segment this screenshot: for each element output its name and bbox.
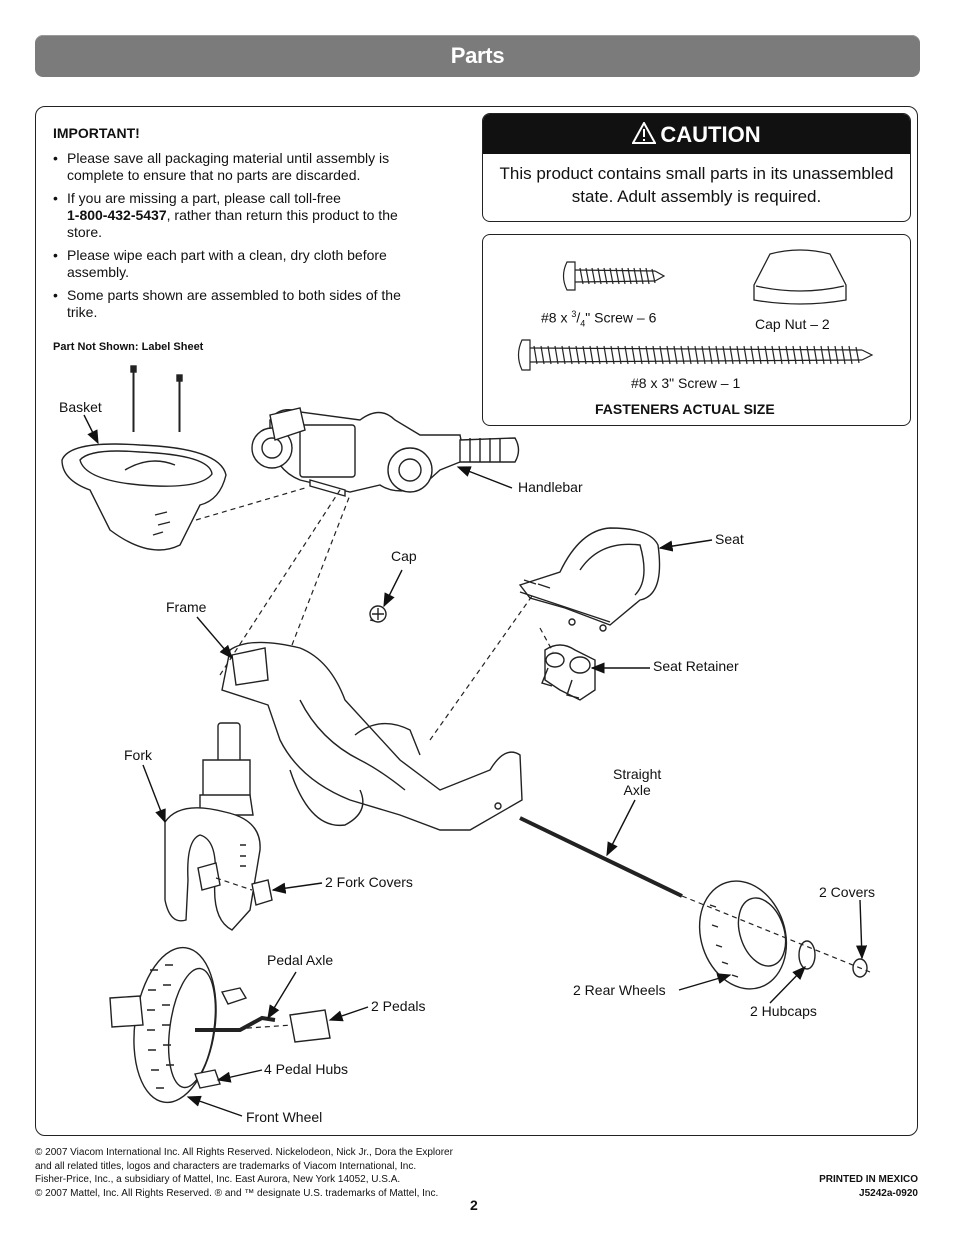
small-screw-label: #8 x 3/4" Screw – 6 xyxy=(541,309,657,329)
list-item: Please wipe each part with a clean, dry … xyxy=(53,247,423,281)
fasteners-box xyxy=(482,234,911,426)
document-code: J5242a-0920 xyxy=(859,1187,918,1199)
seat-label: Seat xyxy=(715,531,744,547)
straight-axle-label-line1: Straight xyxy=(613,766,662,782)
copyright-line: © 2007 Mattel, Inc. All Rights Reserved.… xyxy=(35,1187,439,1199)
fasteners-actual-size-label: FASTENERS ACTUAL SIZE xyxy=(595,401,775,417)
hubcaps-label: 2 Hubcaps xyxy=(750,1003,817,1019)
copyright-line: Fisher-Price, Inc., a subsidiary of Matt… xyxy=(35,1174,401,1185)
part-not-shown-note: Part Not Shown: Label Sheet xyxy=(53,341,204,353)
missing-part-prefix: If you are missing a part, please call t… xyxy=(67,190,341,206)
seat-retainer-label: Seat Retainer xyxy=(653,658,739,674)
copyright-line: and all related titles, logos and charac… xyxy=(35,1160,417,1172)
long-screw-label: #8 x 3" Screw – 1 xyxy=(631,375,741,391)
warning-triangle-icon xyxy=(631,116,658,158)
pedal-axle-label: Pedal Axle xyxy=(267,952,334,968)
title-bar: Parts xyxy=(35,35,920,77)
fork-covers-label: 2 Fork Covers xyxy=(325,874,413,890)
list-item: Please save all packaging material until… xyxy=(53,150,423,184)
straight-axle-label-line2: Axle xyxy=(623,782,651,798)
important-list: Please save all packaging material until… xyxy=(53,150,423,321)
frame-label: Frame xyxy=(166,599,207,615)
cap-nut-label: Cap Nut – 2 xyxy=(755,316,830,332)
fork-label: Fork xyxy=(124,747,152,763)
important-heading: IMPORTANT! xyxy=(53,125,140,141)
copyright-footer: © 2007 Viacom International Inc. All Rig… xyxy=(35,1146,453,1200)
print-info: PRINTED IN MEXICO J5242a-0920 xyxy=(819,1173,918,1200)
caution-heading: CAUTION xyxy=(660,122,761,147)
small-screw-prefix: #8 x xyxy=(541,309,572,326)
caution-header: CAUTION xyxy=(483,114,910,154)
caution-box: CAUTION This product contains small part… xyxy=(482,113,911,222)
list-item: Some parts shown are assembled to both s… xyxy=(53,287,423,321)
pedal-hubs-label: 4 Pedal Hubs xyxy=(264,1061,349,1077)
page-number: 2 xyxy=(470,1197,478,1213)
rear-wheels-label: 2 Rear Wheels xyxy=(573,982,666,998)
front-wheel-label: Front Wheel xyxy=(246,1109,323,1125)
parts-panel xyxy=(35,106,918,1136)
copyright-line: © 2007 Viacom International Inc. All Rig… xyxy=(35,1147,453,1158)
printed-in-label: PRINTED IN MEXICO xyxy=(819,1174,918,1185)
handlebar-label: Handlebar xyxy=(518,479,583,495)
important-notes: IMPORTANT! Please save all packaging mat… xyxy=(53,125,423,327)
page-title: Parts xyxy=(450,43,505,68)
phone-number: 1-800-432-5437 xyxy=(67,207,167,223)
covers-label: 2 Covers xyxy=(819,884,876,900)
small-screw-suffix: " Screw – 6 xyxy=(585,309,657,326)
fraction-denominator: 4 xyxy=(580,318,586,329)
pedals-label: 2 Pedals xyxy=(371,998,426,1014)
caution-text: This product contains small parts in its… xyxy=(499,164,894,206)
list-item-missing-part: If you are missing a part, please call t… xyxy=(53,190,423,241)
missing-part-suffix: , rather than return this product to the… xyxy=(67,207,398,240)
basket-label: Basket xyxy=(59,399,102,415)
straight-axle-label: Straight Axle xyxy=(613,766,661,798)
cap-label: Cap xyxy=(391,548,417,564)
fraction-numerator: 3 xyxy=(571,309,577,319)
